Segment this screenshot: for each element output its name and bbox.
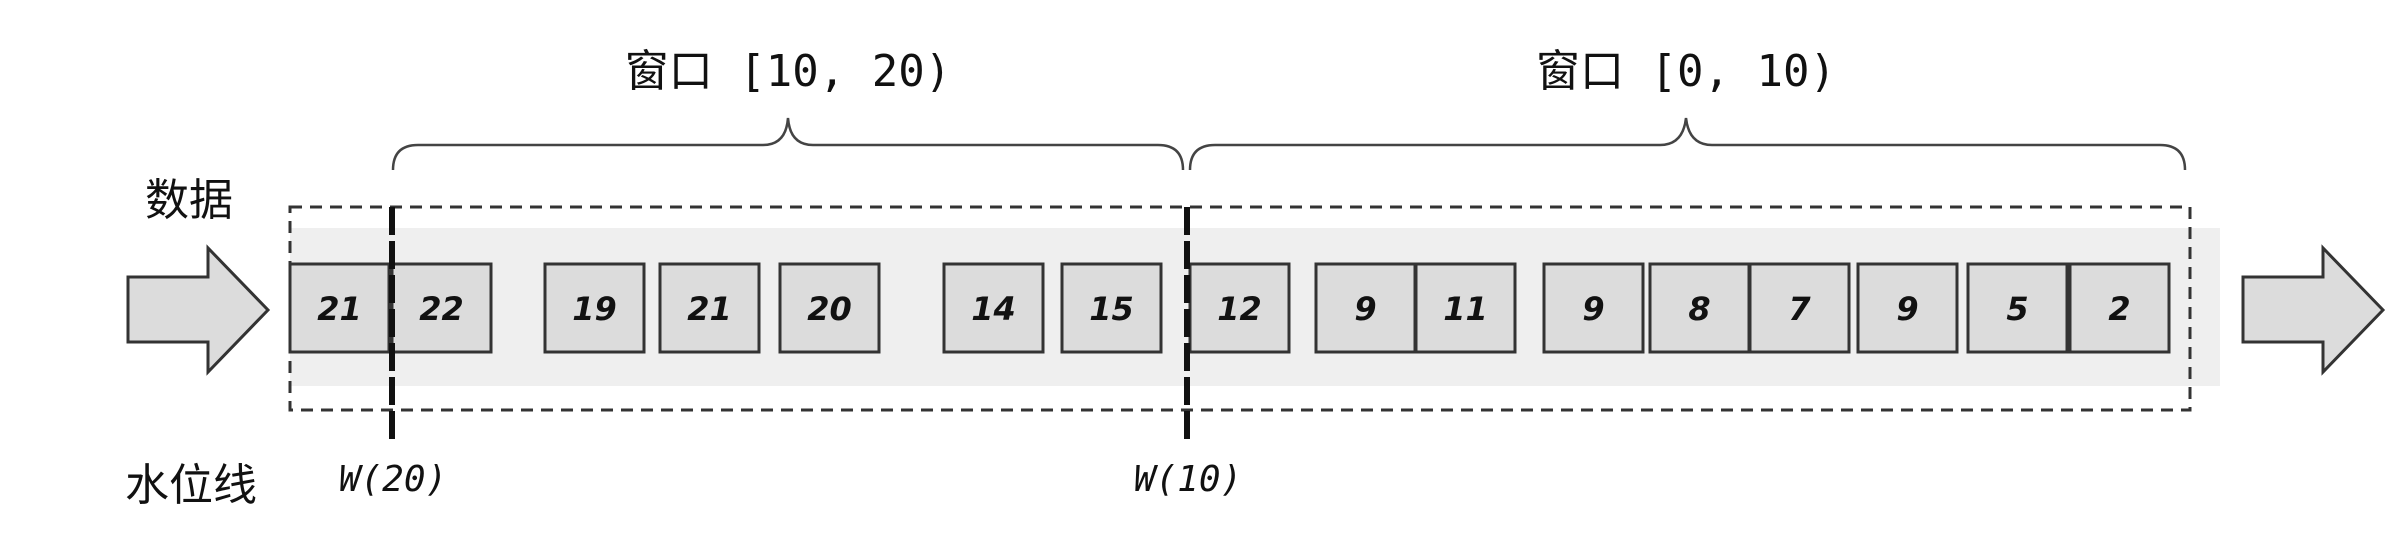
event-timestamp-label: 9: [1582, 290, 1604, 328]
window-label-10-20: 窗口 [10, 20): [625, 46, 951, 97]
event-timestamp-label: 9: [1354, 290, 1376, 328]
event-box: [390, 262, 493, 354]
event-timestamp-label: 5: [2006, 290, 2028, 328]
event-box: [2068, 262, 2171, 354]
event-timestamp-label: 8: [1688, 290, 1710, 328]
event-timestamp-label: 11: [1443, 290, 1488, 328]
event-timestamp-label: 2: [2108, 290, 2130, 328]
event-timestamp-label: 19: [572, 290, 617, 328]
event-timestamp-label: 14: [971, 290, 1016, 328]
event-box: [543, 262, 646, 354]
event-box: [1414, 262, 1517, 354]
event-box: [288, 262, 391, 354]
event-box: [1542, 262, 1645, 354]
event-timestamp-label: 21: [687, 290, 732, 328]
event-timestamp-label: 22: [419, 290, 464, 328]
input-arrow-icon: [126, 244, 271, 376]
window-brace-10-20: [391, 117, 1185, 171]
event-timestamp-label: 9: [1896, 290, 1918, 328]
event-timestamp-label: 12: [1217, 290, 1262, 328]
event-box: [658, 262, 761, 354]
output-arrow-icon: [2241, 244, 2386, 376]
event-box: [778, 262, 881, 354]
event-box: [1856, 262, 1959, 354]
event-stream: 21 22 19 21 20 14 15 12 9 11 9 8 7 9 5 2: [288, 262, 2171, 354]
event-timestamp-label: 7: [1788, 290, 1811, 328]
window-brace-0-10: [1188, 117, 2187, 171]
data-row-label: 数据: [145, 175, 233, 226]
window-label-0-10: 窗口 [0, 10): [1536, 46, 1836, 97]
watermark-label-10: W(10): [1134, 459, 1242, 500]
event-box: [1188, 262, 1291, 354]
watermark-row-label: 水位线: [125, 460, 257, 511]
event-box: [1648, 262, 1751, 354]
event-box: [942, 262, 1045, 354]
event-box: [1748, 262, 1851, 354]
event-timestamp-label: 20: [807, 290, 852, 328]
watermark-label-20: W(20): [339, 459, 447, 500]
event-box: [1966, 262, 2069, 354]
event-box: [1060, 262, 1163, 354]
event-timestamp-label: 15: [1089, 290, 1134, 328]
event-timestamp-label: 21: [317, 290, 362, 328]
